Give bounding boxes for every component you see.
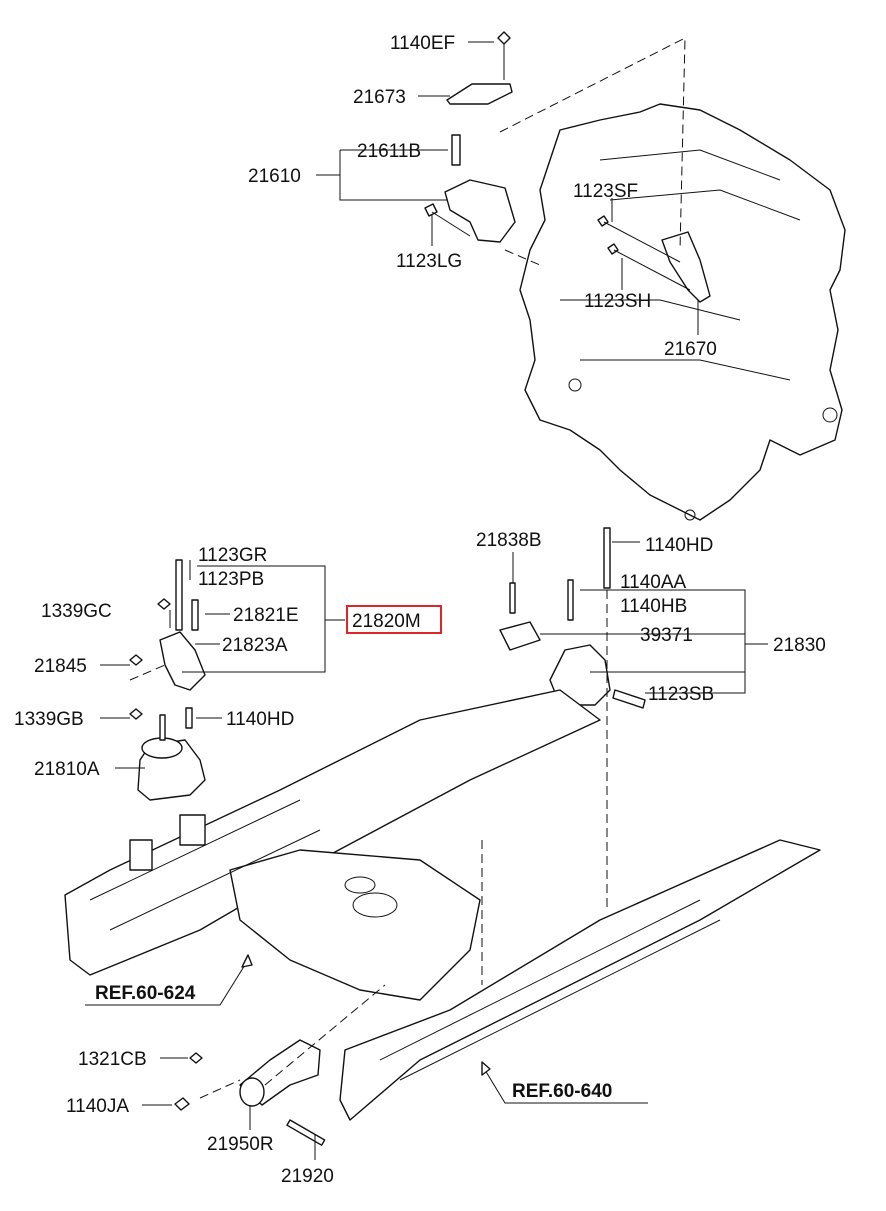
label-1123lg[interactable]: 1123LG [396, 251, 462, 272]
label-1339gc[interactable]: 1339GC [41, 601, 112, 622]
label-21810a[interactable]: 21810A [34, 759, 100, 780]
label-21820m[interactable]: 21820M [352, 611, 421, 632]
dashed-lines [129, 37, 686, 1099]
label-1123sf[interactable]: 1123SF [573, 181, 638, 202]
mount-bracket-21610[interactable] [424, 31, 516, 243]
mount-bracket-21830[interactable] [499, 527, 646, 709]
label-21838b[interactable]: 21838B [476, 530, 542, 551]
label-1140aa[interactable]: 1140AA [620, 572, 687, 593]
label-21670[interactable]: 21670 [664, 339, 717, 360]
label-21830[interactable]: 21830 [773, 635, 826, 656]
leader-lines [85, 41, 768, 1160]
label-1140ef[interactable]: 1140EF [390, 33, 455, 54]
mount-insulator-21810a[interactable] [137, 714, 206, 801]
highlight-box-21820m [346, 605, 442, 634]
label-1321cb[interactable]: 1321CB [78, 1049, 147, 1070]
ref-60-640[interactable]: REF.60-640 [512, 1081, 612, 1102]
label-21845[interactable]: 21845 [34, 656, 87, 677]
part-labels: 1140EF 21673 21611B 21610 1123SF 1123LG … [14, 33, 826, 1187]
label-21673[interactable]: 21673 [353, 87, 406, 108]
label-1140ja[interactable]: 1140JA [66, 1096, 129, 1117]
label-1140hd-right[interactable]: 1140HD [645, 535, 713, 556]
label-21920[interactable]: 21920 [281, 1166, 334, 1187]
label-1123sb[interactable]: 1123SB [648, 684, 714, 705]
engine-block [519, 103, 846, 521]
label-1123pb[interactable]: 1123PB [198, 569, 264, 590]
label-1123gr[interactable]: 1123GR [198, 545, 267, 566]
subframe [64, 689, 821, 1121]
label-1140hd-left[interactable]: 1140HD [226, 709, 294, 730]
label-39371[interactable]: 39371 [640, 625, 693, 646]
label-21950r[interactable]: 21950R [207, 1134, 274, 1155]
mount-bracket-21820m[interactable] [129, 559, 206, 729]
ref-60-624[interactable]: REF.60-624 [95, 983, 196, 1004]
label-21823a[interactable]: 21823A [222, 635, 288, 656]
label-21610[interactable]: 21610 [248, 166, 301, 187]
label-1339gb[interactable]: 1339GB [14, 709, 84, 730]
label-21821e[interactable]: 21821E [233, 605, 299, 626]
label-1140hb[interactable]: 1140HB [620, 596, 687, 617]
label-21611b[interactable]: 21611B [357, 141, 421, 162]
mount-bracket-21670[interactable] [597, 215, 711, 303]
label-1123sh[interactable]: 1123SH [584, 291, 651, 312]
